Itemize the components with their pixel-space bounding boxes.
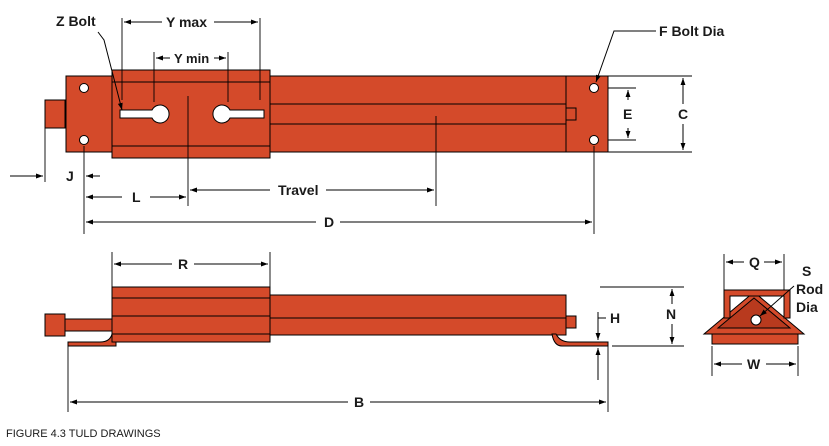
figure-caption: FIGURE 4.3 TULD DRAWINGS [6,428,161,440]
top-left-hole-upper [79,83,89,93]
label-n: N [666,306,676,322]
end-view [702,289,806,345]
side-rail [269,294,567,336]
label-s: S [802,263,811,279]
top-left-hole-lower [79,135,89,145]
label-b: B [354,394,364,410]
top-rail [269,75,567,153]
label-c: C [678,106,688,122]
end-bracket [723,289,791,319]
side-carriage [111,286,271,343]
label-e: E [623,106,632,122]
side-dimensions: R N H B [67,252,684,412]
label-q: Q [749,254,760,270]
label-r: R [178,256,188,272]
label-h: H [610,310,620,326]
label-rod: Rod [796,281,823,297]
top-bolt-head [44,99,66,129]
top-dimensions: Y max Y min Z Bolt F Bolt Dia E C J [10,13,725,234]
side-bolt-head [44,313,66,337]
end-dimensions: Q S Rod Dia W [711,254,823,376]
top-right-hole-upper [589,83,599,93]
side-left-foot [67,333,117,347]
label-d: D [324,214,334,230]
label-l: L [132,189,141,205]
label-y-min: Y min [174,51,209,66]
label-dia: Dia [796,299,818,315]
top-view [44,69,609,159]
label-travel: Travel [278,182,318,198]
side-view [44,286,609,347]
label-z-bolt: Z Bolt [56,13,96,29]
label-w: W [747,356,761,372]
end-rod-hole [750,314,762,326]
top-left-plate [65,75,113,153]
label-j: J [66,168,74,184]
label-y-max: Y max [166,14,207,30]
label-f-bolt-dia: F Bolt Dia [659,23,725,39]
keyhole-slot-right [212,104,265,124]
side-right-foot [551,333,609,347]
top-right-hole-lower [589,135,599,145]
keyhole-slot-left [119,104,170,124]
